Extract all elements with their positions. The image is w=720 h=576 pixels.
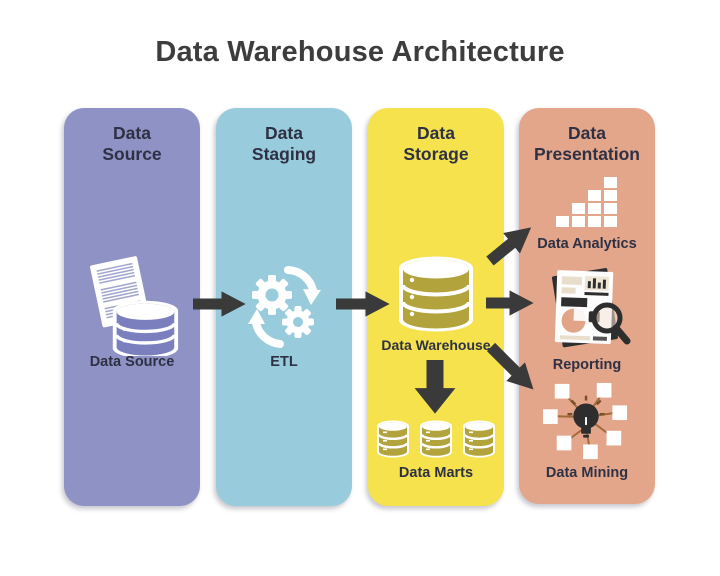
database-cylinder-icon (420, 420, 452, 458)
data-source-label: Data Source (89, 354, 175, 370)
diagram-title: Data Warehouse Architecture (155, 36, 565, 68)
database-cylinder-icon (377, 420, 409, 458)
data-marts-label: Data Marts (398, 465, 474, 481)
column-data-staging: Data Staging (216, 108, 352, 506)
column-data-source: Data Source (64, 108, 200, 506)
column-header: Data Storage (403, 123, 469, 165)
bar-chart-icon (556, 177, 617, 227)
column-data-storage: Data Storage Data Warehouse (368, 108, 504, 506)
document-database-icon (90, 256, 179, 356)
database-icon (399, 256, 473, 332)
database-cylinder-icon (463, 420, 495, 458)
etl-label: ETL (270, 354, 298, 370)
column-data-presentation: Data Presentation Data Analytics (519, 108, 655, 504)
data-mining-label: Data Mining (545, 465, 629, 481)
column-header: Data Source (102, 123, 162, 165)
column-header: Data Staging (251, 123, 317, 165)
reporting-label: Reporting (552, 357, 622, 373)
data-warehouse-label: Data Warehouse (381, 337, 491, 353)
report-magnifier-icon (551, 268, 631, 348)
data-marts-icon (368, 419, 504, 461)
etl-gears-icon (248, 266, 321, 348)
data-analytics-label: Data Analytics (537, 236, 637, 252)
data-mining-icon (543, 382, 628, 460)
column-header: Data Presentation (534, 123, 640, 165)
